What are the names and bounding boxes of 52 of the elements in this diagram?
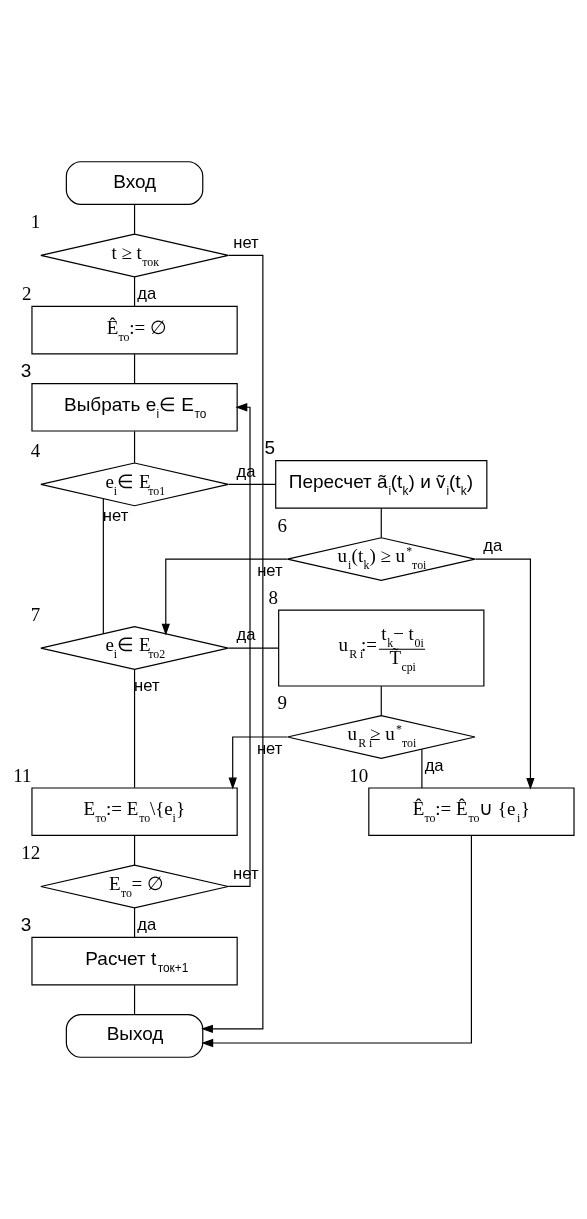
node-box: Ê$_{то}$:= ∅ <box>31 305 238 355</box>
node-label: 12 <box>21 841 41 863</box>
edge-label: да <box>137 914 157 934</box>
connector <box>227 647 280 649</box>
arrow <box>161 558 288 636</box>
edge-label: да <box>137 283 157 303</box>
node-label: 9 <box>277 692 287 714</box>
node-label: 10 <box>349 764 369 786</box>
connector <box>133 907 136 938</box>
node-box: Ê$_{то}$:= Ê$_{то}$∪ {e$_{i}$} <box>368 787 575 837</box>
connector <box>380 507 382 539</box>
node-label: 3 <box>20 914 32 936</box>
arrow <box>201 254 264 1033</box>
node-box: Вход <box>65 161 204 206</box>
edge-label: да <box>483 536 503 556</box>
node-label: 1 <box>30 210 41 232</box>
connector <box>133 668 136 789</box>
node-label: 8 <box>268 586 279 608</box>
edge-label: да <box>424 756 444 776</box>
node-label: 7 <box>30 603 41 625</box>
arrow <box>201 835 472 1048</box>
edge-label: нет <box>102 505 129 525</box>
arrow <box>227 403 251 888</box>
node-box: Выбрать e$_{i}$∈ E$_{то}$ <box>31 382 238 432</box>
node-diamond: t ≥ t$_{ток}$ <box>40 233 229 278</box>
node-label: 5 <box>264 437 276 459</box>
node-diamond: e$_{i}$∈ E$_{то2}$ <box>40 626 229 670</box>
connector <box>421 748 423 789</box>
node-diamond: E$_{то}$= ∅ <box>40 864 229 909</box>
node-box: Выход <box>65 1013 204 1058</box>
node-label: 2 <box>21 283 32 305</box>
connector <box>133 984 136 1016</box>
arrow <box>474 558 535 790</box>
edge-label: нет <box>233 232 259 252</box>
node-label: 4 <box>30 439 41 461</box>
node-box: E$_{то}$:= E$_{то}$\{e$_{i}$} <box>31 787 238 837</box>
arrow <box>228 736 288 790</box>
node-label: 6 <box>277 514 287 536</box>
node-box: Пересчет ã$_{i}$(t$_{k}$) и ṽ$_{i}$(t$_{k}$) <box>275 460 488 509</box>
node-label: 3 <box>20 360 32 382</box>
node-box: Расчет t$_{ток+1}$ <box>31 936 238 986</box>
connector <box>133 276 136 307</box>
connector <box>380 685 382 717</box>
edge-label: нет <box>134 676 160 696</box>
node-label: 11 <box>13 764 32 786</box>
connector <box>133 430 136 464</box>
connector <box>227 483 277 485</box>
node-diamond: e$_{i}$∈ E$_{то1}$ <box>40 462 229 507</box>
connector <box>133 835 136 866</box>
connector <box>133 353 136 384</box>
connector <box>102 498 104 635</box>
connector <box>133 204 136 235</box>
